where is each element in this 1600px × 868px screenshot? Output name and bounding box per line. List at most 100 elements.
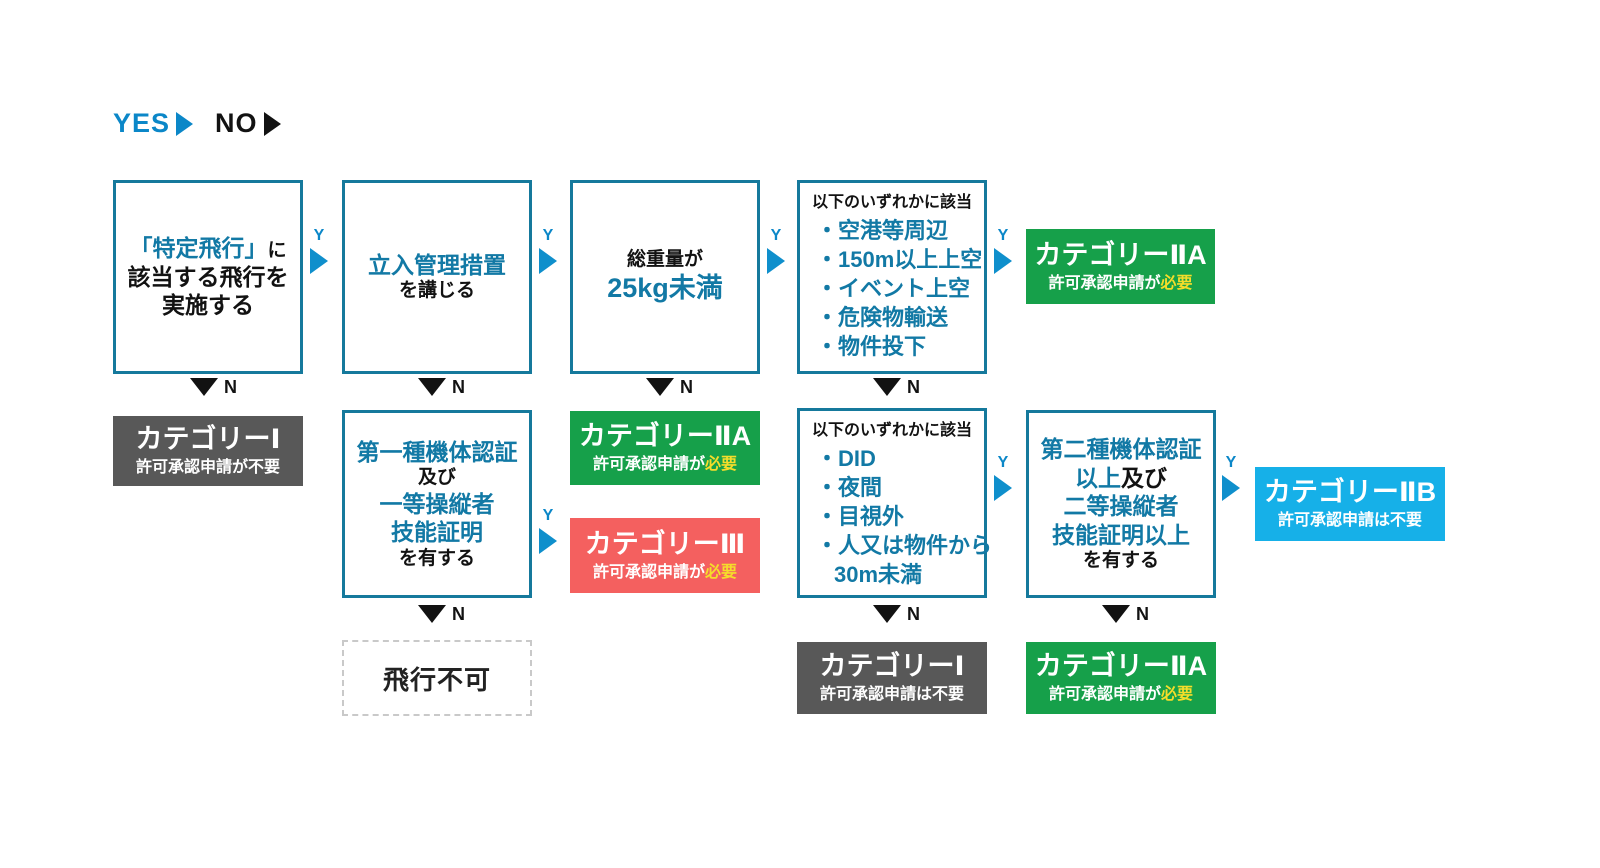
result-subtitle-plain: 許可承認申請が xyxy=(592,563,705,581)
q6-item-4: 30m未満 xyxy=(834,561,923,587)
result-title: カテゴリーⅡB xyxy=(1263,477,1437,508)
q1-line-2: 該当する飛行を xyxy=(127,263,289,290)
result-title: カテゴリーⅢ xyxy=(584,528,746,559)
result-title: カテゴリーⅠ xyxy=(819,651,965,682)
arrow-down-icon xyxy=(873,605,901,623)
connector-no-q2: N xyxy=(418,378,465,396)
connector-no-q1: N xyxy=(190,378,237,396)
result-subtitle: 許可承認申請が必要 xyxy=(1049,685,1193,704)
result-subtitle-highlight: 必要 xyxy=(1161,686,1194,704)
result-box-category-1-top[interactable]: カテゴリーⅠ 許可承認申請が不要 xyxy=(113,416,303,486)
q4-head: 以下のいずれかに該当 xyxy=(812,194,973,211)
result-subtitle: 許可承認申請は不要 xyxy=(819,686,964,704)
arrow-right-icon xyxy=(994,475,1012,501)
result-subtitle-plain: 許可承認申請が xyxy=(1048,274,1161,292)
result-subtitle-highlight: 必要 xyxy=(705,563,738,581)
connector-yes-label: Y xyxy=(542,507,554,524)
question-box-type2-certification[interactable]: 第二種機体認証 以上及び 二等操縦者 技能証明以上 を有する xyxy=(1026,410,1216,598)
q1-line-1: 「特定飛行」に xyxy=(129,235,287,262)
q1-line-3: 実施する xyxy=(162,292,254,319)
result-box-category-1-bottom[interactable]: カテゴリーⅠ 許可承認申請は不要 xyxy=(797,642,987,714)
connector-no-label: N xyxy=(907,604,920,624)
arrow-right-icon xyxy=(539,528,557,554)
arrow-down-icon xyxy=(418,605,446,623)
result-box-category-2a-top[interactable]: カテゴリーⅡA 許可承認申請が必要 xyxy=(1026,229,1215,304)
result-subtitle-highlight: 必要 xyxy=(705,456,738,474)
arrow-right-icon xyxy=(310,248,328,274)
result-title: カテゴリーⅡA xyxy=(578,421,752,452)
question-box-type1-certification[interactable]: 第一種機体認証 及び 一等操縦者 技能証明 を有する xyxy=(342,410,532,598)
result-title: カテゴリーⅠ xyxy=(135,424,281,455)
connector-yes-label: Y xyxy=(313,227,325,244)
connector-no-label: N xyxy=(452,604,465,624)
question-box-tokutei-hiko[interactable]: 「特定飛行」に 該当する飛行を 実施する xyxy=(113,180,303,374)
connector-no-q5: N xyxy=(418,605,465,623)
arrow-down-icon xyxy=(418,378,446,396)
connector-no-label: N xyxy=(224,377,237,397)
q3-line-2: 25kg未満 xyxy=(607,273,723,304)
result-box-category-2a-middle[interactable]: カテゴリーⅡA 許可承認申請が必要 xyxy=(570,411,760,485)
result-subtitle: 許可承認申請が必要 xyxy=(593,455,737,474)
connector-no-label: N xyxy=(452,377,465,397)
q5-line-5: を有する xyxy=(398,547,475,569)
legend-yes-label: YES xyxy=(113,108,171,138)
arrow-down-icon xyxy=(1102,605,1130,623)
question-box-restricted-conditions[interactable]: 以下のいずれかに該当 ・DID ・夜間 ・目視外 ・人又は物件から 30m未満 xyxy=(797,408,992,598)
q7-line-3: 二等操縦者 xyxy=(1063,493,1179,520)
connector-no-label: N xyxy=(907,377,920,397)
q5-line-4: 技能証明 xyxy=(391,519,483,546)
connector-yes-q5-cat3: Y xyxy=(539,508,557,554)
connector-yes-q7-cat2b: Y xyxy=(1222,455,1240,501)
result-subtitle: 許可承認申請が必要 xyxy=(1048,274,1192,293)
result-subtitle: 許可承認申請は不要 xyxy=(1277,512,1422,530)
arrow-down-icon xyxy=(190,378,218,396)
result-box-category-2a-bottom[interactable]: カテゴリーⅡA 許可承認申請が必要 xyxy=(1026,642,1216,714)
connector-no-q6: N xyxy=(873,605,920,623)
result-subtitle: 許可承認申請が不要 xyxy=(135,459,280,477)
q3-line-1: 総重量が xyxy=(626,249,703,271)
connector-no-label: N xyxy=(1136,604,1149,624)
result-title: カテゴリーⅡA xyxy=(1034,239,1207,270)
connector-no-label: N xyxy=(680,377,693,397)
q6-item-2: ・目視外 xyxy=(816,503,905,529)
question-box-specific-flight-conditions[interactable]: 以下のいずれかに該当 ・空港等周辺 ・150m以上上空 ・イベント上空 ・危険物… xyxy=(797,180,987,374)
connector-yes-q3-q4: Y xyxy=(767,228,785,274)
result-title: カテゴリーⅡA xyxy=(1034,651,1208,682)
q2-line-2: を講じる xyxy=(398,280,475,302)
q6-item-1: ・夜間 xyxy=(816,474,883,500)
q2-line-1: 立入管理措置 xyxy=(368,251,506,278)
q5-line-1: 第一種機体認証 xyxy=(356,438,518,465)
q7-line-1: 第二種機体認証 xyxy=(1040,436,1202,463)
result-subtitle: 許可承認申請が必要 xyxy=(593,563,737,582)
arrow-down-icon xyxy=(646,378,674,396)
legend-no-label: NO xyxy=(215,108,258,138)
q5-line-2: 及び xyxy=(417,467,456,489)
result-box-no-flight: 飛行不可 xyxy=(342,640,532,716)
legend: YES NO xyxy=(113,110,281,137)
q7-line-5: を有する xyxy=(1082,550,1159,572)
q7-line-4: 技能証明以上 xyxy=(1052,521,1190,548)
connector-yes-q6-q7: Y xyxy=(994,455,1012,501)
arrow-right-icon xyxy=(539,248,557,274)
result-subtitle-plain: 許可承認申請が xyxy=(1048,686,1161,704)
no-flight-label: 飛行不可 xyxy=(382,664,491,695)
legend-no-triangle-icon xyxy=(263,111,281,136)
result-box-category-2b[interactable]: カテゴリーⅡB 許可承認申請は不要 xyxy=(1255,467,1445,541)
connector-no-q4: N xyxy=(873,378,920,396)
result-subtitle-plain: 許可承認申請が xyxy=(592,456,705,474)
connector-yes-q4-cat2a: Y xyxy=(994,228,1012,274)
question-box-tachiiri-kanri[interactable]: 立入管理措置 を講じる xyxy=(342,180,532,374)
arrow-right-icon xyxy=(1222,475,1240,501)
connector-yes-label: Y xyxy=(997,454,1009,471)
q4-item-3: ・危険物輸送 xyxy=(816,304,949,330)
connector-yes-label: Y xyxy=(997,227,1009,244)
question-box-weight-25kg[interactable]: 総重量が 25kg未満 xyxy=(570,180,760,374)
connector-yes-label: Y xyxy=(770,227,782,244)
result-subtitle-highlight: 必要 xyxy=(1160,274,1193,292)
connector-no-q7: N xyxy=(1102,605,1149,623)
q4-item-1: ・150m以上上空 xyxy=(816,246,983,272)
result-box-category-3[interactable]: カテゴリーⅢ 許可承認申請が必要 xyxy=(570,518,760,593)
connector-yes-q2-q3: Y xyxy=(539,228,557,274)
q6-item-0: ・DID xyxy=(816,445,876,471)
